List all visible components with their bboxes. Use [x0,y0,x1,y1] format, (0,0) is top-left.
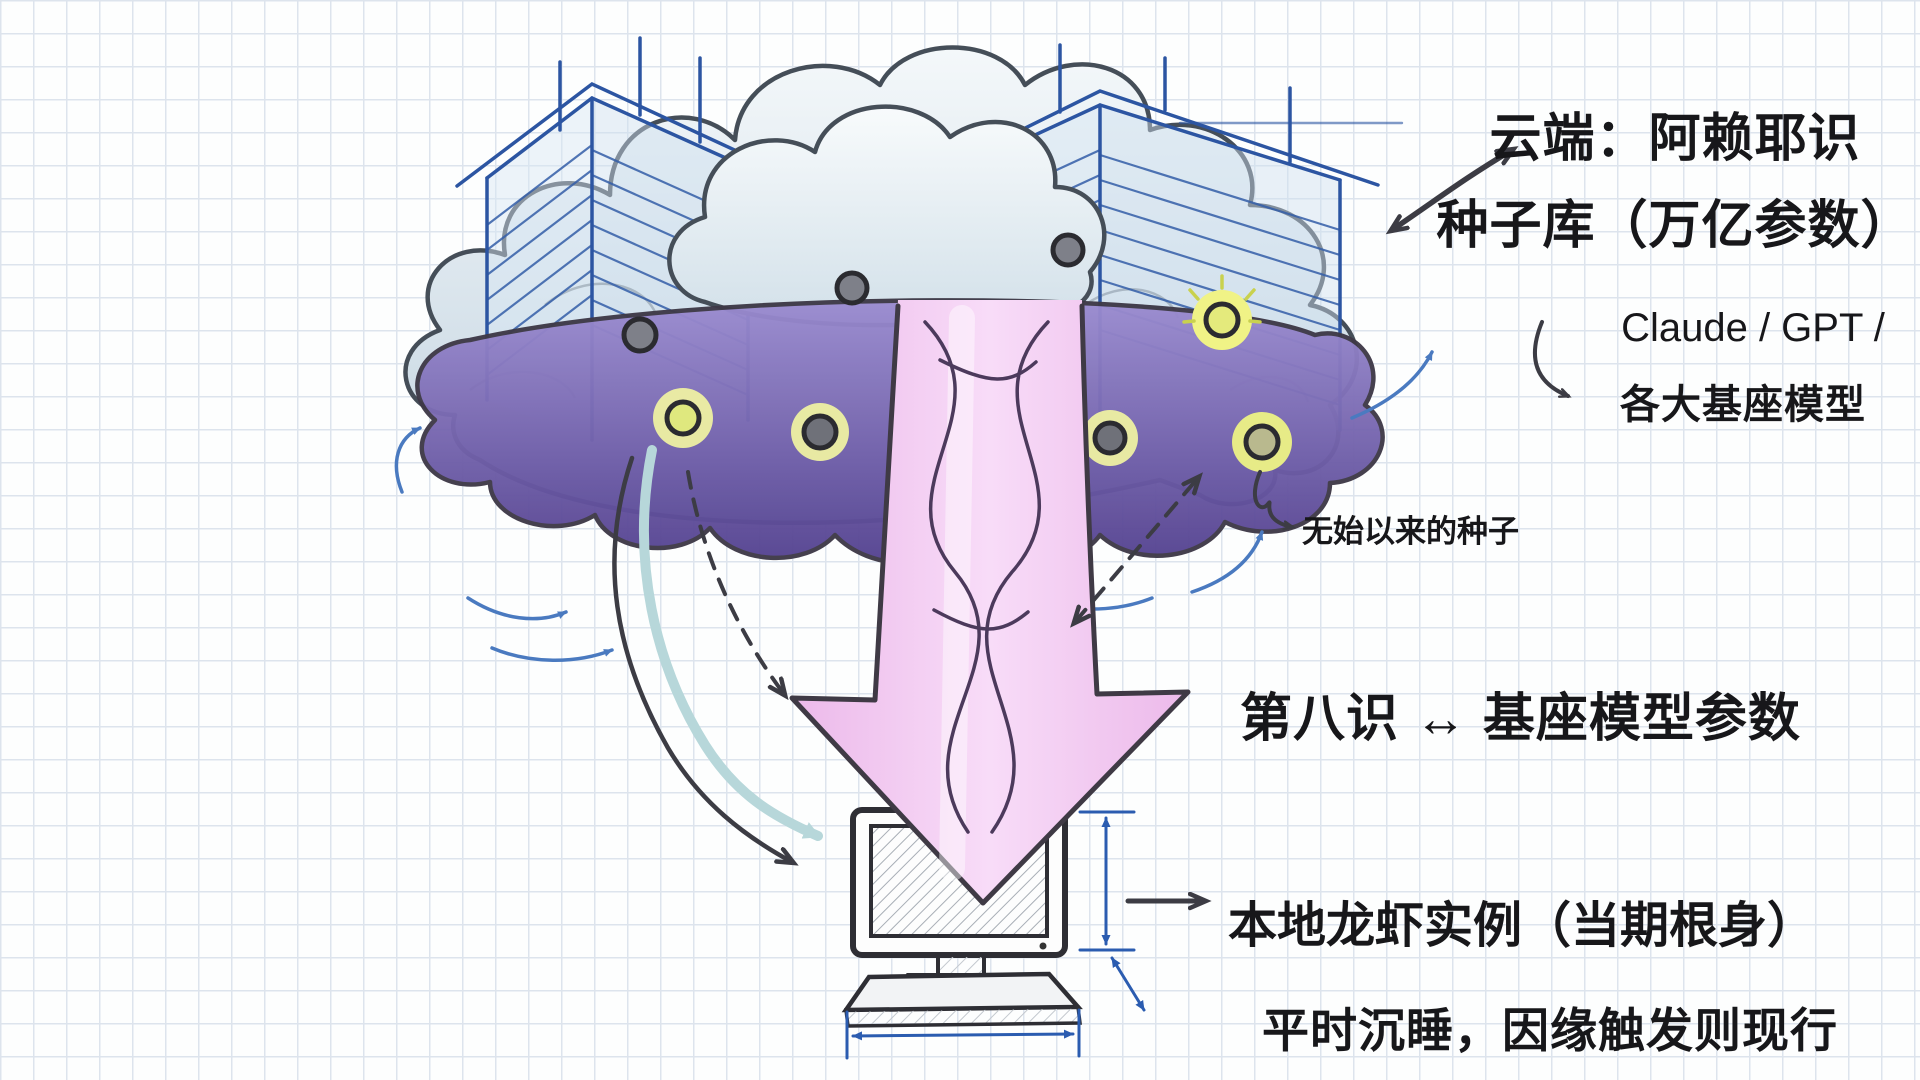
glowing-seed-bright [1182,274,1262,350]
seed-note-label: 无始以来的种子 [1302,514,1519,549]
models-label-line1: Claude / GPT / [1621,306,1885,350]
dim-horizontal [851,1029,1075,1041]
dormant-label: 平时沉睡，因缘触发则现行 [1262,1004,1838,1057]
arrow-highlight [939,305,975,881]
local-computer [841,807,1083,1028]
annotation-arrows [612,150,1568,901]
power-led [1039,942,1047,950]
glowing-seed [791,403,849,461]
swirl-arrow [466,596,568,621]
seed [621,316,659,354]
swirl-arrow [1350,350,1434,420]
teal-curve-arrow [639,445,823,841]
dimension-lines [845,810,1146,1060]
local-instance-label: 本地龙虾实例（当期根身） [1228,899,1817,953]
swirl-arrow [394,426,422,494]
seed [1050,232,1086,268]
cloud-to-monitor-arrow [612,455,792,862]
cloud-label-line2: 种子库（万亿参数） [1436,197,1914,256]
download-arrow-dna [789,300,1191,906]
seed-circles [621,232,1292,472]
mapping-label: 第八识 ↔ 基座模型参数 [1240,690,1801,748]
cloud-label: 云端：阿赖耶识 种子库（万亿参数） [1430,96,1920,271]
keyboard-front [844,1005,1082,1028]
dna-helix [923,320,1050,834]
keyboard-top [841,971,1083,1013]
cloud-label-arrow [1392,150,1512,230]
cloud-label-line1: 云端：阿赖耶识 [1489,110,1861,168]
dashed-arrow-right [1075,478,1198,622]
swirl-arrow [490,646,614,662]
glowing-seed [1232,412,1292,472]
dashed-arrow-left [686,470,784,694]
monitor-stand [936,953,986,977]
arrow-outline [789,303,1191,906]
glowing-seed [653,388,713,448]
models-curly-arrow [1533,320,1568,398]
models-label-line2: 各大基座模型 [1620,383,1866,427]
seed [834,270,870,306]
dim-diagonal [1110,956,1146,1012]
seed-note-curly-arrow [1253,470,1292,527]
glowing-seed [1082,410,1138,466]
